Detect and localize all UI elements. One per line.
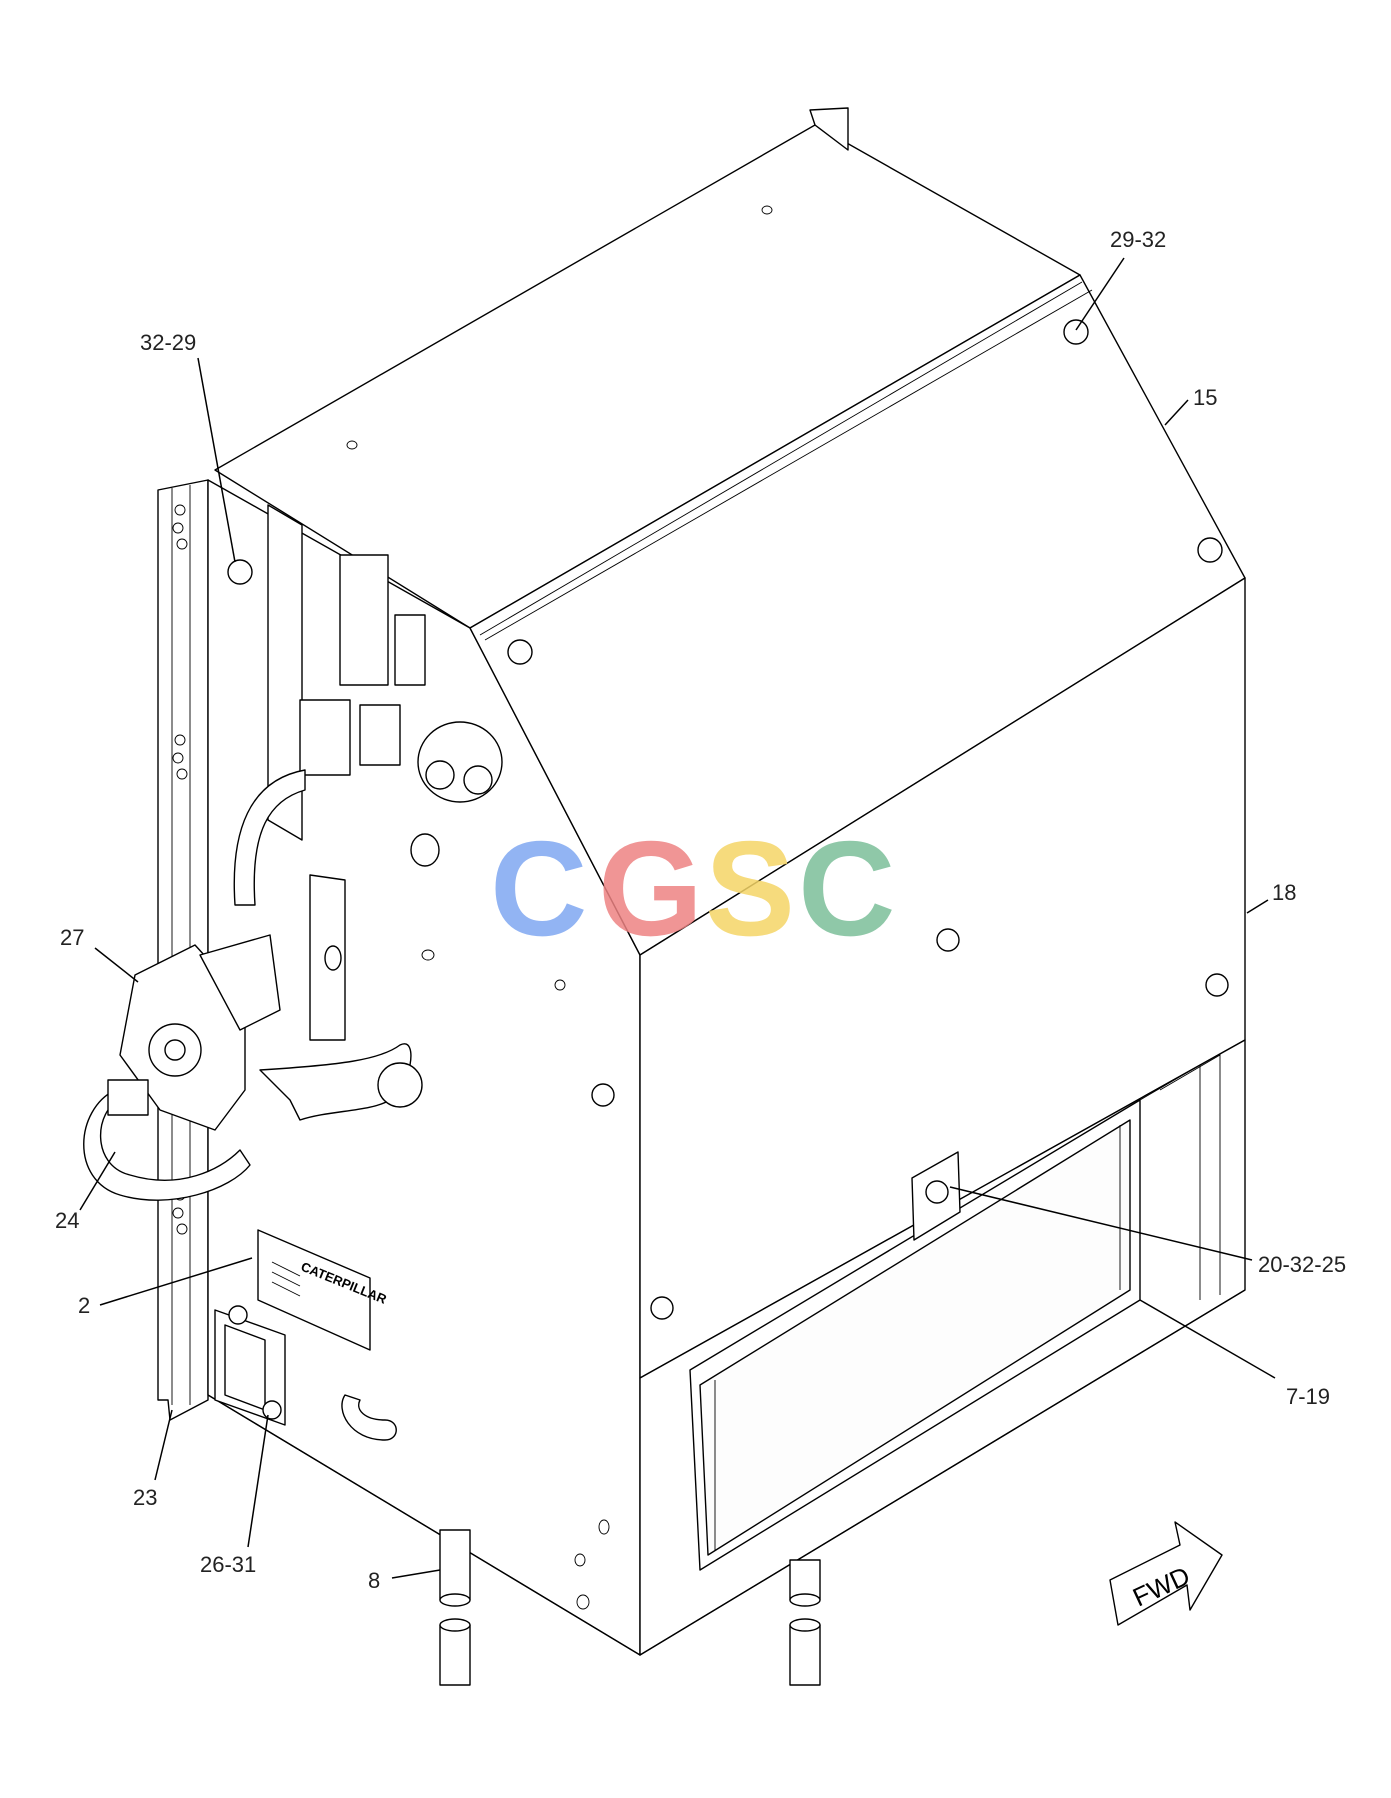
- callout-26-31: 26-31: [200, 1552, 256, 1577]
- callout-24: 24: [55, 1208, 79, 1233]
- callout-labels: 29-32 32-29 15 18 27 24 2 20-32-25 7-19 …: [55, 227, 1346, 1593]
- actuator-assembly: [83, 934, 281, 1201]
- watermark-letter-3: S: [705, 813, 795, 964]
- callout-20-32-25: 20-32-25: [1258, 1252, 1346, 1277]
- callout-15: 15: [1193, 385, 1217, 410]
- watermark-logo: C G S C: [490, 813, 896, 964]
- watermark-letter-4: C: [798, 813, 896, 964]
- callout-2: 2: [78, 1293, 90, 1318]
- callout-29-32: 29-32: [1110, 227, 1166, 252]
- callout-18: 18: [1272, 880, 1296, 905]
- drain-tubes: [439, 1529, 821, 1686]
- watermark-letter-1: C: [490, 813, 588, 964]
- internal-components: [227, 205, 1229, 1610]
- callout-27: 27: [60, 925, 84, 950]
- callout-7-19: 7-19: [1286, 1384, 1330, 1409]
- callout-leaders: [79, 257, 1276, 1579]
- connector: [214, 1305, 397, 1441]
- callout-32-29: 32-29: [140, 330, 196, 355]
- callout-23: 23: [133, 1485, 157, 1510]
- callout-8: 8: [368, 1568, 380, 1593]
- watermark-letter-2: G: [598, 813, 703, 964]
- forward-direction-arrow: FWD: [1109, 1521, 1223, 1626]
